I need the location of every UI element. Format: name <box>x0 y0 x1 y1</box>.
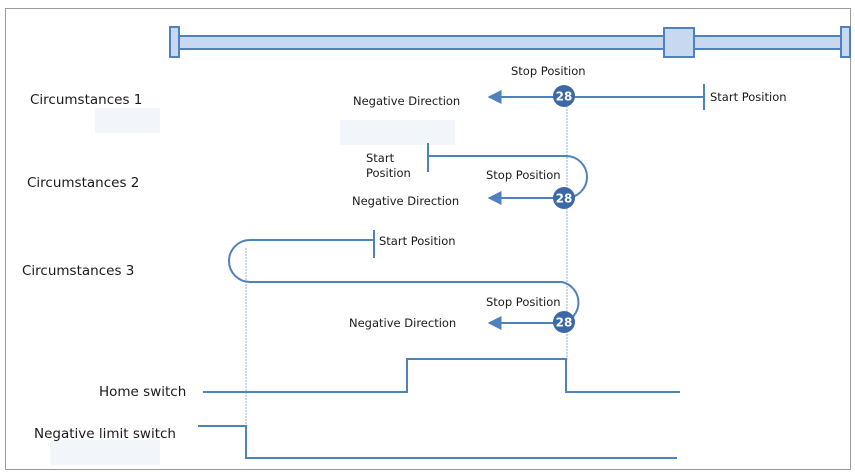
c2-start-label-line2: Position <box>366 166 411 180</box>
c3-start-label: Start Position <box>379 234 456 248</box>
circumstances-1: Circumstances 1 Stop Position Start Posi… <box>30 64 787 110</box>
c2-marker: 28 <box>553 187 575 209</box>
c2-stop-label: Stop Position <box>486 168 561 182</box>
rail <box>169 26 851 58</box>
c1-marker-text: 28 <box>556 90 573 104</box>
c3-path-arrow <box>228 239 580 330</box>
c2-label: Circumstances 2 <box>27 175 139 191</box>
negative-limit-switch-signal: Negative limit switch <box>34 425 677 459</box>
negative-limit-switch-waveform <box>198 425 677 459</box>
diagram-frame <box>5 8 851 470</box>
home-switch-label: Home switch <box>99 384 186 400</box>
c1-start-label: Start Position <box>710 90 787 104</box>
rail-slider <box>663 27 695 58</box>
c3-direction-label: Negative Direction <box>349 316 456 330</box>
c1-label: Circumstances 1 <box>30 92 142 108</box>
c1-marker: 28 <box>553 85 575 107</box>
c1-direction-label: Negative Direction <box>353 94 460 108</box>
c2-start-label-line1: Start <box>366 151 395 165</box>
negative-limit-switch-label: Negative limit switch <box>34 426 176 442</box>
circumstances-3: Circumstances 3 Start Position Stop Posi… <box>22 230 580 333</box>
c3-label: Circumstances 3 <box>22 263 134 279</box>
c3-stop-label: Stop Position <box>486 295 561 309</box>
c2-direction-label: Negative Direction <box>352 194 459 208</box>
circumstances-2: Circumstances 2 Start Position Stop Posi… <box>27 143 588 209</box>
c3-marker: 28 <box>553 311 575 333</box>
label-backgrounds <box>50 108 455 465</box>
c1-stop-label: Stop Position <box>511 64 586 78</box>
c2-marker-text: 28 <box>556 192 573 206</box>
home-switch-waveform <box>203 358 680 393</box>
c3-marker-text: 28 <box>556 316 573 330</box>
home-switch-signal: Home switch <box>99 358 680 400</box>
